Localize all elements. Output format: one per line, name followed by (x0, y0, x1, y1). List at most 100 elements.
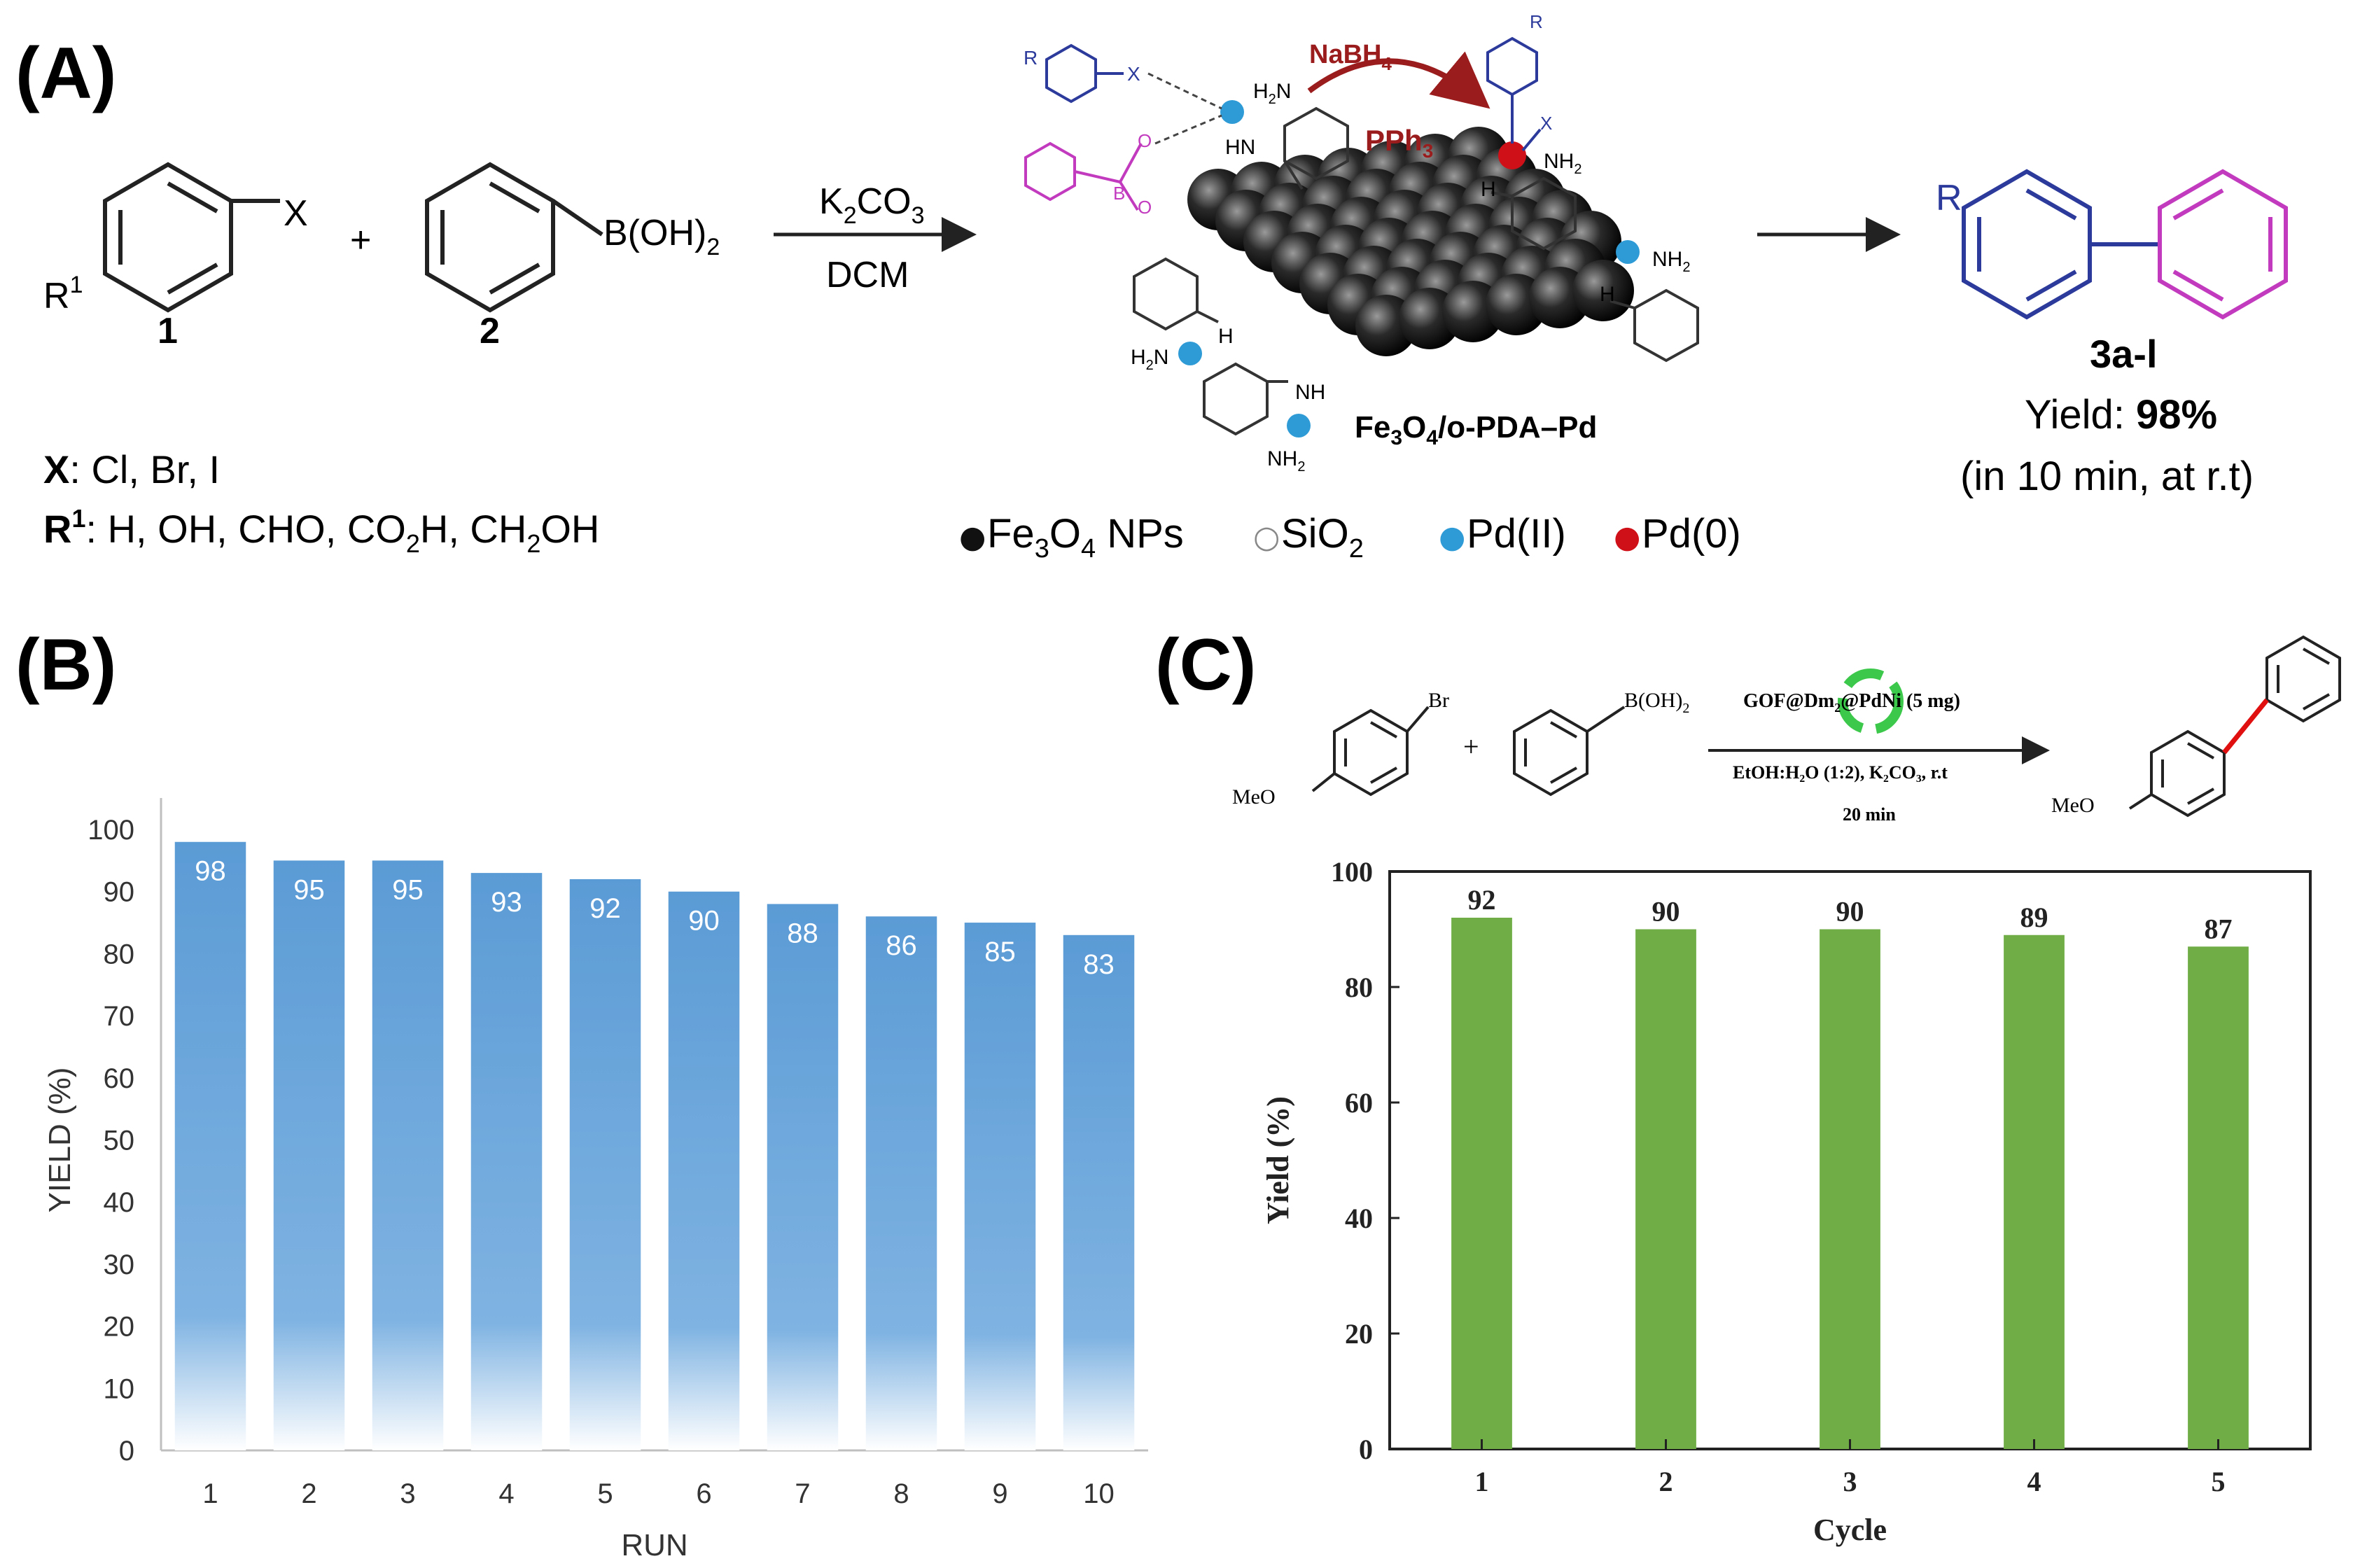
reagent-nabh4: NaBH4 (1309, 40, 1392, 74)
plus-sign-c: + (1463, 731, 1479, 762)
conditions-c: EtOH:H₂O (1:2), K₂CO₃, r.t (1733, 762, 1948, 783)
legend-label: Pd(0) (1642, 511, 1741, 556)
y-tick-label: 0 (119, 1436, 134, 1466)
data-label: 89 (2020, 902, 2048, 933)
y-tick-label: 100 (1331, 856, 1373, 888)
bar (569, 878, 641, 1450)
legend-a: ●Fe3O4 NPs○SiO2●Pd(II)●Pd(0) (959, 511, 1741, 564)
conditions-base: K2CO3 (819, 181, 925, 229)
y-tick-label: 40 (1345, 1203, 1373, 1234)
legend-symbol: ○ (1253, 519, 1280, 555)
boronic-o-2: O (1138, 197, 1152, 218)
panel-b-label: (B) (15, 624, 116, 706)
conditions-solvent: DCM (826, 255, 909, 295)
x-definition: X: Cl, Br, I (43, 447, 220, 491)
ligand-h2n-4: H2N (1131, 346, 1168, 373)
panel-b: (B) 010203040506070809010098195295393492… (15, 624, 1148, 1562)
bar (1063, 934, 1135, 1450)
bar (470, 873, 543, 1450)
bar (273, 860, 345, 1450)
ligand-hn-1: HN (1225, 136, 1255, 159)
data-label: 92 (589, 893, 621, 924)
bar (767, 904, 839, 1450)
reagent-1-r1: R1 (43, 272, 83, 316)
data-label: 83 (1083, 949, 1115, 980)
aryl-on-pd-r: R (1530, 11, 1543, 32)
x-tick-label: 4 (498, 1478, 514, 1509)
bar (1635, 929, 1696, 1449)
x-tick-label: 2 (301, 1478, 316, 1509)
catalyst-c: GOF@Dm2@PdNi (5 mg) (1743, 690, 1960, 715)
legend-symbol: ● (959, 519, 986, 555)
product-conditions: (in 10 min, at r.t) (1960, 454, 2254, 499)
y-tick-label: 30 (104, 1250, 135, 1280)
x-tick-label: 1 (1475, 1466, 1489, 1497)
x-tick-label: 4 (2027, 1466, 2041, 1497)
bromoanisole-br: Br (1428, 689, 1449, 712)
reagent-1-structure (103, 162, 280, 313)
coordination-dash (1154, 114, 1222, 145)
pd-ii-dot (1178, 342, 1202, 365)
product-r: R (1936, 178, 1962, 218)
methoxybiphenyl-structure (2128, 635, 2341, 818)
bar (668, 891, 740, 1450)
catalyst-label: Fe3O4/o-PDA–Pd (1355, 410, 1597, 449)
data-label: 95 (293, 874, 325, 905)
aryl-halide-small (1045, 43, 1124, 104)
bar (174, 841, 246, 1450)
y-tick-label: 60 (104, 1063, 135, 1094)
legend-symbol: ● (1439, 519, 1465, 555)
bar (964, 923, 1036, 1450)
aryl-on-pd-x: X (1540, 113, 1552, 134)
x-tick-label: 10 (1083, 1478, 1115, 1509)
boronic-acid-small (1024, 141, 1143, 211)
data-label: 92 (1468, 884, 1496, 916)
panel-a: (A) X R1 1 + B(OH)2 2 K2CO3 DCM X: Cl, B… (15, 11, 2288, 564)
boronic-o-1: O (1138, 130, 1152, 151)
aryl-halide-r: R (1024, 47, 1038, 69)
phenylboronic-group: B(OH)2 (1624, 689, 1689, 716)
x-tick-label: 7 (795, 1478, 810, 1509)
pd-0-dot (1498, 141, 1526, 169)
x-tick-label: 5 (597, 1478, 613, 1509)
recycle-icon (1838, 668, 1904, 734)
reduction-arrow (1307, 51, 1490, 109)
y-tick-label: 90 (104, 877, 135, 908)
yield-run-chart: 0102030405060708090100981952953934925906… (43, 798, 1148, 1562)
ligand-h-2: H (1481, 178, 1496, 201)
fe3o4-nanoparticle (1572, 260, 1634, 321)
data-label: 88 (787, 918, 818, 948)
y-tick-label: 20 (104, 1312, 135, 1343)
reagent-pph3: PPh3 (1365, 124, 1433, 162)
reagent-2-structure (425, 162, 603, 313)
data-label: 87 (2205, 913, 2233, 944)
y-tick-label: 100 (88, 815, 134, 846)
reagent-1-x: X (284, 193, 308, 234)
data-label: 90 (1652, 896, 1680, 927)
ligand-nh2-5: NH2 (1267, 447, 1305, 475)
product-yield: Yield: 98% (2025, 392, 2217, 438)
bromoanisole-meo: MeO (1232, 785, 1276, 808)
y-tick-label: 50 (104, 1126, 135, 1156)
data-label: 93 (491, 887, 522, 918)
pd-ii-dot (1287, 414, 1311, 438)
y-axis-label: YIELD (%) (43, 1068, 77, 1213)
bar (2004, 934, 2065, 1449)
legend-label: SiO2 (1281, 511, 1364, 564)
data-label: 95 (392, 874, 424, 905)
time-c: 20 min (1843, 804, 1896, 825)
ligand-nh2-3: NH2 (1652, 248, 1690, 275)
x-tick-label: 6 (696, 1478, 711, 1509)
bar (1820, 929, 1880, 1449)
phenylboronic-structure (1513, 706, 1626, 797)
bar (372, 860, 444, 1450)
x-axis-label: RUN (621, 1528, 687, 1562)
product-id: 3a-l (2090, 332, 2158, 376)
bar (1451, 918, 1512, 1449)
x-tick-label: 9 (992, 1478, 1007, 1509)
y-axis-label: Yield (%) (1261, 1096, 1295, 1224)
boronic-b: B (1113, 183, 1125, 204)
legend-label: Fe3O4 NPs (987, 511, 1184, 564)
